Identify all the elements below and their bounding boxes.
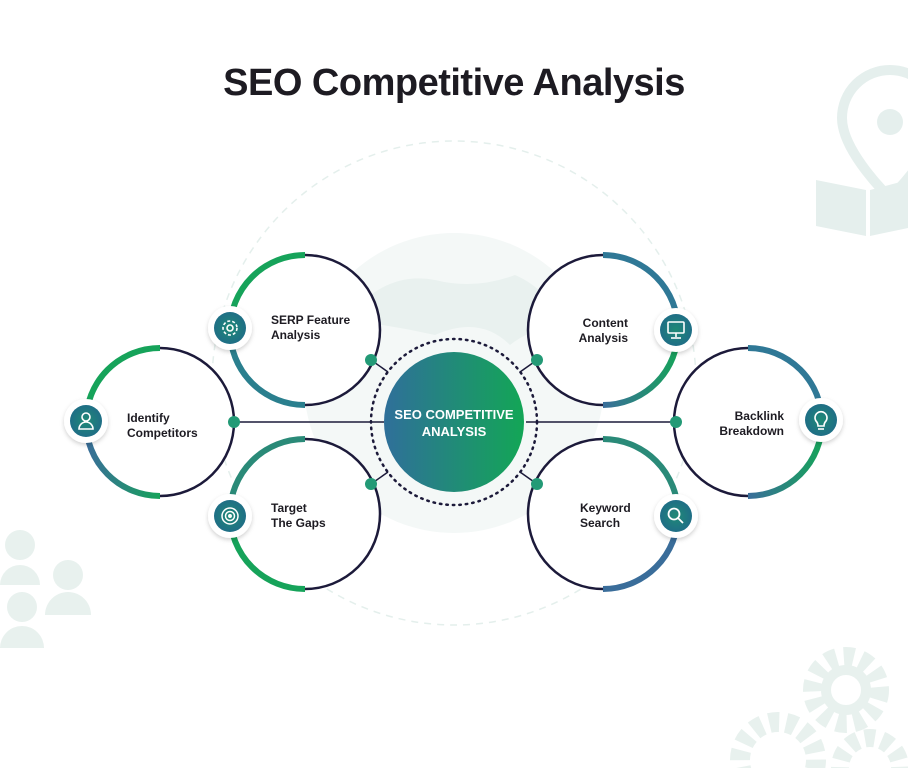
node-dot xyxy=(670,416,682,428)
node-label-line1: Backlink xyxy=(735,409,785,423)
gears-icon xyxy=(730,647,908,768)
node-label-line2: Analysis xyxy=(271,328,321,342)
center-label-line2: ANALYSIS xyxy=(422,424,487,439)
node-backlink-breakdown: Backlink Breakdown xyxy=(670,345,843,499)
gear-icon xyxy=(222,320,238,336)
node-dot xyxy=(531,354,543,366)
node-dot xyxy=(531,478,543,490)
node-serp-feature-analysis: SERP Feature Analysis xyxy=(208,252,382,408)
node-label-line1: Keyword xyxy=(580,501,631,515)
center-label-line1: SEO COMPETITIVE xyxy=(394,407,514,422)
node-label-line2: Competitors xyxy=(127,426,198,440)
node-icon-badge xyxy=(654,308,698,352)
person-icon xyxy=(78,412,94,430)
node-icon-badge xyxy=(208,306,252,350)
node-dot xyxy=(228,416,240,428)
node-content-analysis: Content Analysis xyxy=(526,252,698,408)
map-pin-icon xyxy=(816,64,908,236)
node-dot xyxy=(365,354,377,366)
node-icon-badge xyxy=(208,494,252,538)
center-hub: SEO COMPETITIVE ANALYSIS xyxy=(369,337,539,507)
node-label-line2: Breakdown xyxy=(719,424,784,438)
node-label-line1: Content xyxy=(583,316,628,330)
node-label-line1: Identify xyxy=(127,411,170,425)
monitor-icon xyxy=(667,321,685,339)
target-icon xyxy=(221,507,239,525)
node-keyword-search: Keyword Search xyxy=(526,436,698,592)
node-icon-badge xyxy=(799,398,843,442)
node-target-the-gaps: Target The Gaps xyxy=(208,436,382,592)
node-label-line1: SERP Feature xyxy=(271,313,350,327)
node-label-line1: Target xyxy=(271,501,307,515)
page-title: SEO Competitive Analysis xyxy=(223,62,685,104)
node-label-line2: Analysis xyxy=(579,331,629,345)
node-identify-competitors: Identify Competitors xyxy=(64,345,240,499)
magnifier-icon xyxy=(667,507,684,524)
lightbulb-icon xyxy=(814,410,828,430)
node-dot xyxy=(365,478,377,490)
node-icon-badge xyxy=(654,494,698,538)
center-circle xyxy=(384,352,524,492)
people-icon xyxy=(0,530,91,648)
node-label-line2: The Gaps xyxy=(271,516,326,530)
globe-land-shape xyxy=(345,275,565,345)
center-dotted-ring xyxy=(369,337,539,507)
node-label-line2: Search xyxy=(580,516,620,530)
node-icon-badge xyxy=(64,399,108,443)
